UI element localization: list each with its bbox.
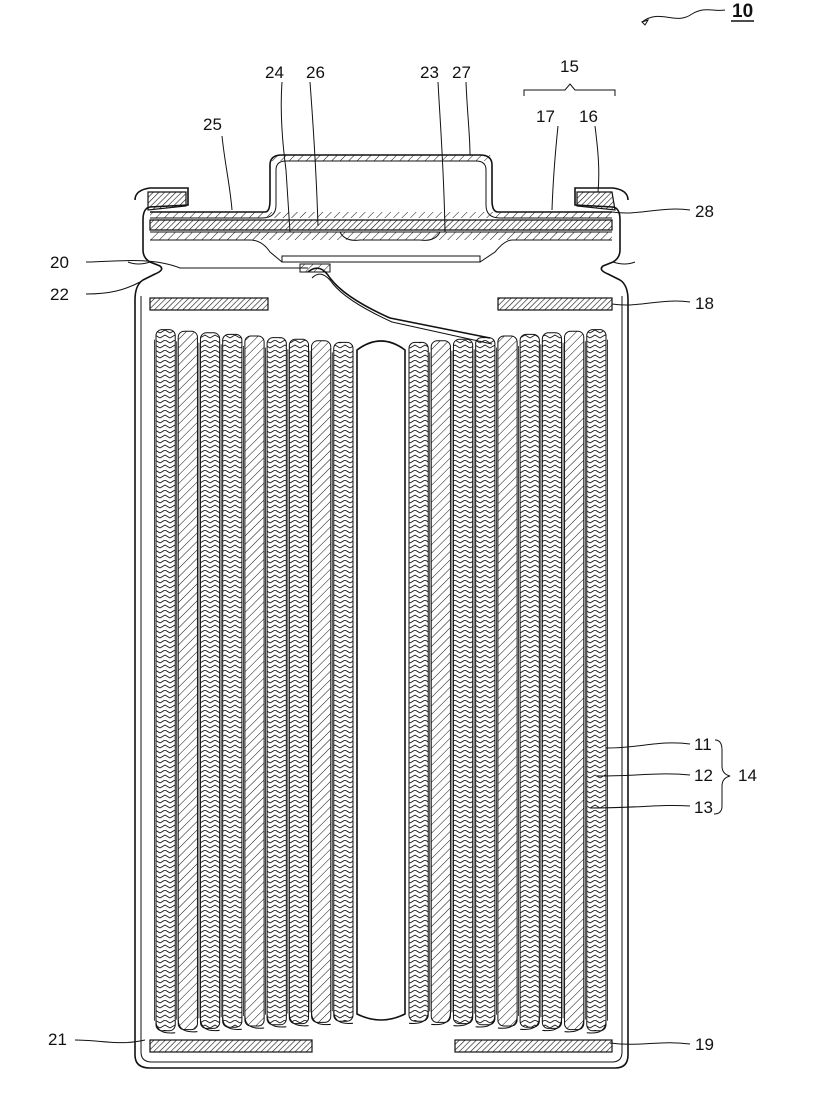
label-19: 19 bbox=[695, 1035, 714, 1054]
central-core bbox=[357, 341, 405, 1020]
electrode-layer-strip bbox=[334, 342, 353, 1021]
label-26: 26 bbox=[306, 63, 325, 82]
lower-insulating-plate bbox=[150, 1040, 612, 1052]
electrode-layer-strip bbox=[289, 339, 308, 1023]
label-24: 24 bbox=[265, 63, 284, 82]
electrode-layer-strip bbox=[542, 333, 561, 1029]
electrode-assembly bbox=[155, 330, 608, 1033]
label-22: 22 bbox=[50, 285, 69, 304]
label-27: 27 bbox=[452, 63, 471, 82]
electrode-layer-strip bbox=[453, 339, 472, 1023]
electrode-layer-strip bbox=[200, 333, 219, 1029]
positive-lead bbox=[300, 264, 492, 344]
label-13: 13 bbox=[694, 798, 713, 817]
label-20: 20 bbox=[50, 253, 69, 272]
figure-number: 10 bbox=[732, 1, 753, 22]
electrode-layer-strip bbox=[409, 342, 428, 1021]
electrode-layer-strip bbox=[498, 336, 517, 1026]
electrode-layer-strip bbox=[431, 341, 450, 1023]
electrode-layer-strip bbox=[245, 336, 264, 1026]
electrode-layer-strip bbox=[476, 338, 495, 1025]
label-12: 12 bbox=[694, 766, 713, 785]
electrode-layer-strip bbox=[565, 331, 584, 1029]
sealing-body bbox=[148, 155, 615, 262]
label-21: 21 bbox=[48, 1030, 67, 1049]
label-28: 28 bbox=[695, 202, 714, 221]
electrode-layer-strip bbox=[267, 338, 286, 1025]
electrode-layer-strip bbox=[178, 331, 197, 1029]
electrode-layer-strip bbox=[587, 330, 606, 1031]
label-18: 18 bbox=[695, 294, 714, 313]
label-25: 25 bbox=[203, 115, 222, 134]
label-11: 11 bbox=[694, 735, 712, 754]
label-15: 15 bbox=[560, 57, 579, 76]
label-17: 17 bbox=[536, 107, 555, 126]
electrode-layer-strip bbox=[312, 341, 331, 1023]
upper-insulating-plate bbox=[150, 298, 612, 310]
electrode-layer-strip bbox=[520, 334, 539, 1027]
electrode-layer-strip bbox=[223, 334, 242, 1027]
figure-number-group: 10 bbox=[642, 1, 754, 25]
label-14: 14 bbox=[738, 766, 757, 785]
label-16: 16 bbox=[579, 107, 598, 126]
electrode-layer-strip bbox=[156, 330, 175, 1031]
label-23: 23 bbox=[420, 63, 439, 82]
